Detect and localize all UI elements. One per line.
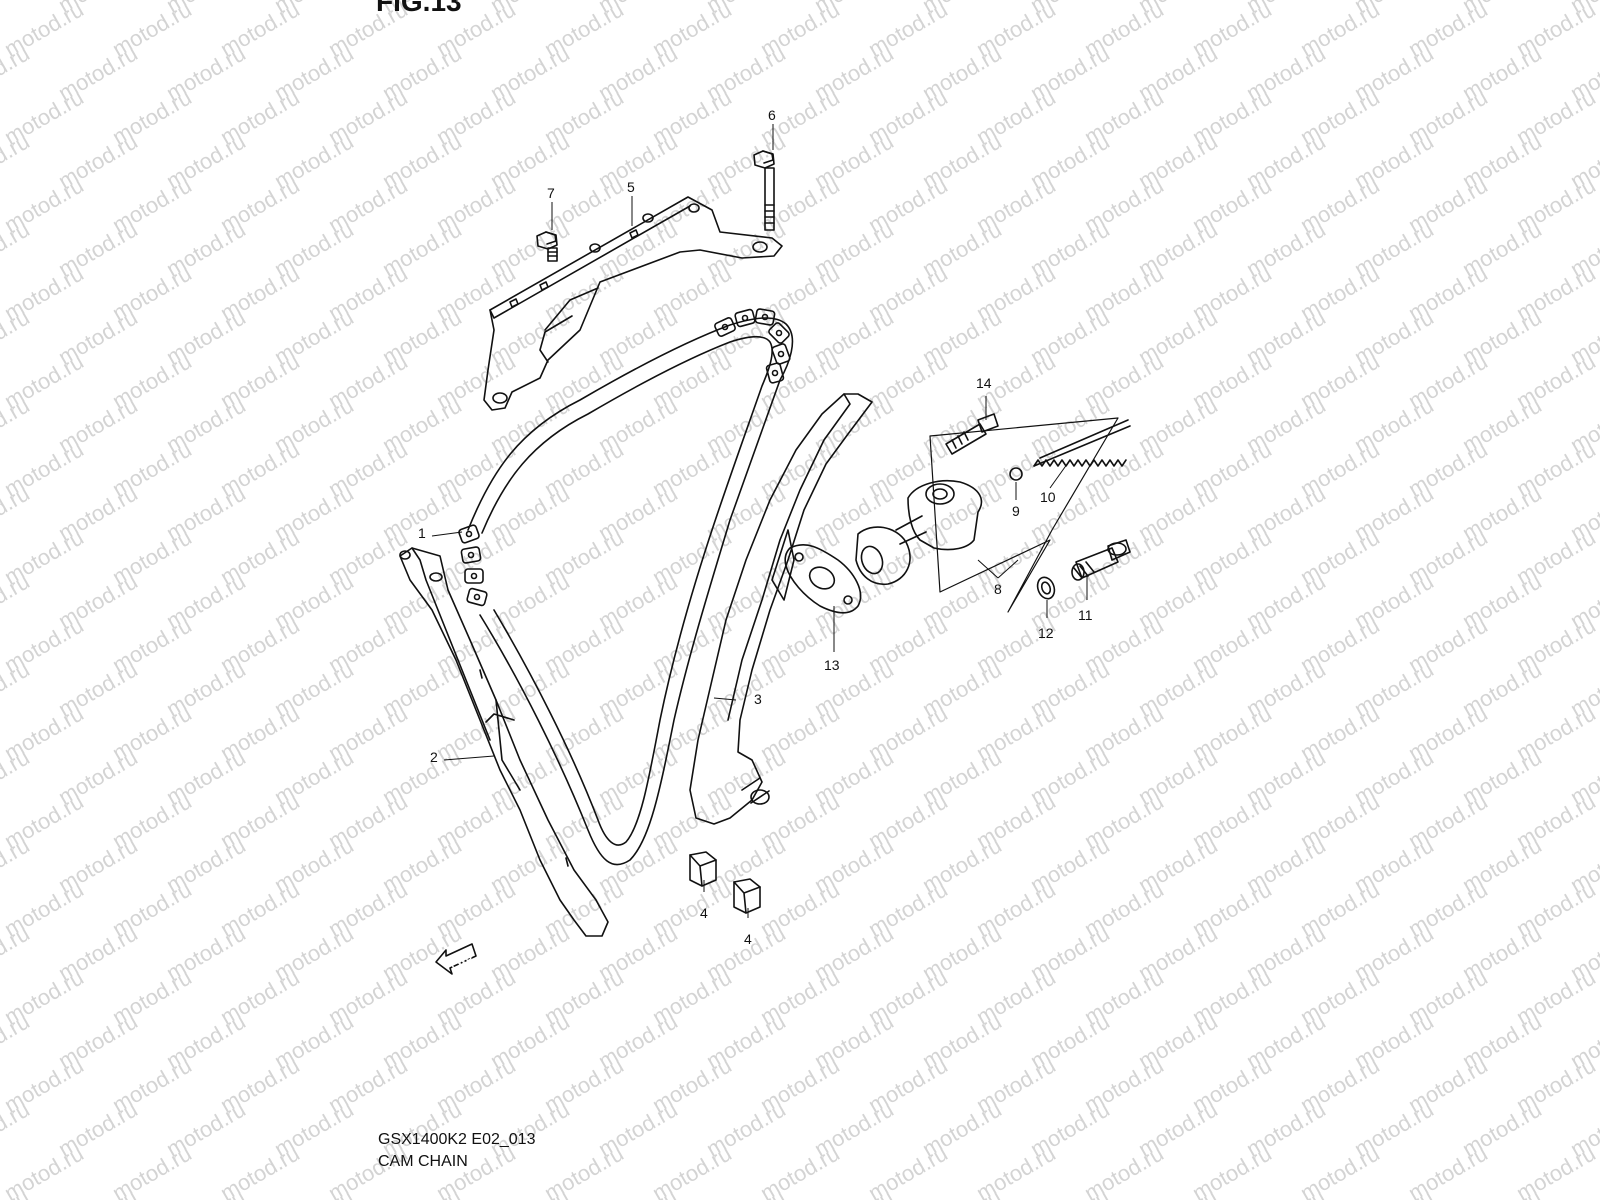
callout-14: 14 <box>976 375 992 391</box>
callout-6: 6 <box>768 107 776 123</box>
callout-4b: 4 <box>744 931 752 947</box>
model-code: GSX1400K2 E02_013 <box>378 1131 536 1148</box>
callout-8: 8 <box>994 581 1002 597</box>
part-4-block-a <box>689 851 717 887</box>
section-name: CAM CHAIN <box>378 1153 468 1170</box>
part-3-chain-guide-right <box>689 393 873 825</box>
part-5-upper-guide-bracket <box>483 196 783 411</box>
part-11-plug-bolt <box>1071 539 1131 581</box>
part-7-bolt-small <box>536 231 558 262</box>
callout-13: 13 <box>824 657 840 673</box>
part-10-spring <box>1033 419 1131 467</box>
part-13-gasket <box>784 544 862 614</box>
callout-11: 11 <box>1078 607 1093 623</box>
callout-1: 1 <box>418 525 426 541</box>
figure-caption: GSX1400K2 E02_013 CAM CHAIN <box>378 1129 535 1173</box>
callout-2: 2 <box>430 749 438 765</box>
callout-12: 12 <box>1038 625 1054 641</box>
callout-7: 7 <box>547 185 555 201</box>
part-14-bolt <box>945 413 999 455</box>
leader-lines <box>431 124 1088 918</box>
part-8-tensioner-assembly <box>855 417 1119 613</box>
part-4-block-b <box>733 878 761 914</box>
callout-10: 10 <box>1040 489 1056 505</box>
callout-5: 5 <box>627 179 635 195</box>
callout-9: 9 <box>1012 503 1020 519</box>
figure-title: FIG.13 <box>376 0 462 17</box>
callout-4a: 4 <box>700 905 708 921</box>
part-6-bolt-long <box>753 150 775 231</box>
part-1-cam-chain <box>458 308 794 866</box>
callout-3: 3 <box>754 691 762 707</box>
part-9-ball <box>1009 467 1023 481</box>
fwd-arrow-icon <box>435 943 477 975</box>
fwd-label: FWD <box>449 952 474 971</box>
part-2-chain-guide-left <box>399 547 609 937</box>
part-12-washer <box>1036 576 1056 600</box>
